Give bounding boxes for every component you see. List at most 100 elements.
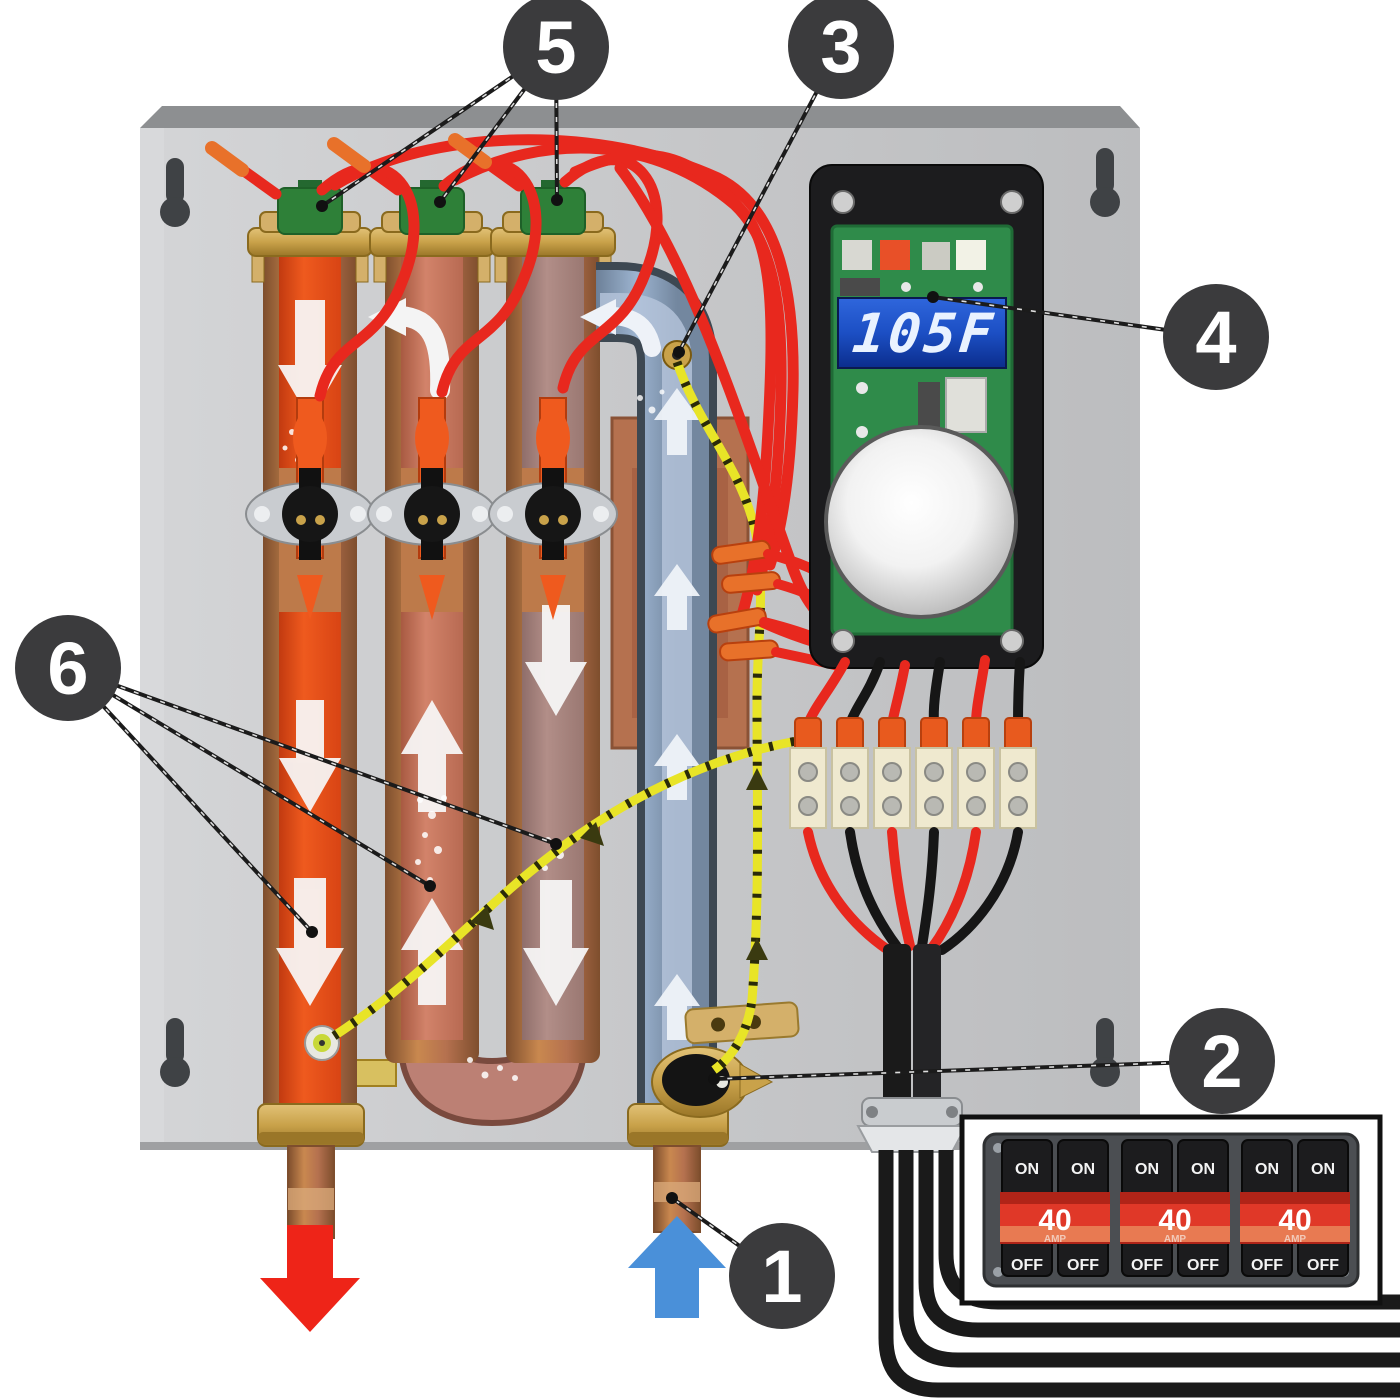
keyhole-bottom-left (160, 1018, 190, 1087)
flow-arrow-down (276, 878, 344, 1006)
breaker-on-label: ON (1311, 1161, 1335, 1178)
callout-1-number: 1 (761, 1235, 802, 1318)
temperature-readout: 105F (850, 302, 999, 365)
flow-arrow-down (525, 605, 587, 716)
element-rods-and-thermostats (245, 397, 618, 620)
callout-4: 4 (1163, 284, 1269, 390)
element-head-1 (247, 180, 373, 283)
brass-cross-tube (355, 1059, 397, 1087)
terminal-crimps (794, 717, 1032, 753)
yellow-wire-direction-arrows (470, 768, 768, 960)
breaker-amp-value: 40 (1038, 1204, 1071, 1237)
pcb-chip-bottom (918, 382, 940, 428)
keyhole-slots (160, 148, 1120, 1087)
conduit-clamp (856, 1097, 968, 1153)
terminal-to-bundle-wires (803, 827, 1023, 955)
temperature-display: 105F (837, 297, 1007, 369)
callout-6: 6 (15, 615, 121, 721)
callout-2-number: 2 (1201, 1020, 1242, 1103)
button-1 (842, 240, 872, 270)
keyhole-top-left (160, 158, 190, 227)
cold-water-in-arrow (628, 1216, 726, 1318)
callout-3-number: 3 (820, 5, 861, 88)
heating-chamber-2 (385, 243, 479, 1063)
breaker-off-label: OFF (1307, 1257, 1339, 1274)
breaker-on-label: ON (1135, 1161, 1159, 1178)
button-4 (956, 240, 986, 270)
callout-3: 3 (788, 0, 894, 99)
breaker-off-label: OFF (1251, 1257, 1283, 1274)
breaker-3: ON ON 40 AMP OFF OFF (1240, 1139, 1350, 1277)
curved-arrow-ch2-top (390, 306, 451, 400)
callout-5-number: 5 (535, 6, 576, 89)
control-panel: 105F (809, 164, 1044, 669)
plate-left-highlight (140, 128, 164, 1148)
callout-4-number: 4 (1195, 296, 1236, 379)
breaker-off-label: OFF (1131, 1257, 1163, 1274)
element-rod-bulge (415, 410, 449, 466)
breaker-off-label: OFF (1067, 1257, 1099, 1274)
supply-cable-3 (918, 1150, 1400, 1338)
hot-outlet-stub (287, 1145, 335, 1239)
callout-5: 5 (503, 0, 609, 100)
breaker-amp-unit: AMP (1044, 1234, 1067, 1245)
panel-left-crimps (707, 539, 843, 671)
breaker-box: ON ON 40 AMP OFF OFF ON ON 40 AMP OFF OF… (959, 1114, 1383, 1306)
flow-arrows-white (276, 300, 589, 1006)
keyhole-top-right (1090, 148, 1120, 217)
element-rod-tip (419, 575, 445, 620)
breaker-on-label: ON (1015, 1161, 1039, 1178)
element-rod-bulge (536, 410, 570, 466)
plate-top-bevel (140, 106, 1140, 128)
leader-dots (306, 194, 939, 1204)
terminal-strip (789, 717, 1037, 829)
pcb-buttons (842, 240, 986, 270)
flow-arrow-up (401, 898, 463, 1005)
outlet-hex-nut (257, 1103, 365, 1147)
breaker-off-label: OFF (1187, 1257, 1219, 1274)
brass-bracket (684, 1001, 800, 1045)
pcb-chip-top (840, 278, 880, 296)
element-rod-bulge (293, 410, 327, 466)
hot-water-out-arrow (260, 1225, 360, 1332)
element-heads (247, 180, 616, 283)
element-rod-tip (297, 575, 323, 620)
breaker-amp-value: 40 (1278, 1204, 1311, 1237)
thermostat-2 (367, 468, 497, 560)
flow-arrow-down (523, 880, 589, 1006)
breaker-on-label: ON (1071, 1161, 1095, 1178)
u-bend-pipe (404, 995, 581, 1121)
button-2 (880, 240, 910, 270)
thermostat-1 (245, 468, 375, 560)
breaker-off-label: OFF (1011, 1257, 1043, 1274)
conduit-left (883, 944, 911, 1126)
breaker-amp-unit: AMP (1284, 1234, 1307, 1245)
cold-pipe-arrows (654, 388, 700, 1040)
callouts: 5 3 4 6 2 1 (15, 0, 1275, 1329)
orange-crimps-top (205, 133, 492, 177)
breaker-1: ON ON 40 AMP OFF OFF (1000, 1139, 1110, 1277)
conduit-right (913, 944, 941, 1126)
red-bundle-wire-4 (614, 162, 838, 632)
element-terminal-cap (277, 187, 343, 235)
callout-2: 2 (1169, 1008, 1275, 1114)
conduit-bundle (856, 944, 968, 1153)
supply-cable-1 (878, 1150, 1400, 1398)
terminal-screws (798, 762, 1028, 816)
flow-arrow-up (401, 700, 463, 812)
breaker-amp-unit: AMP (1164, 1234, 1187, 1245)
thermostat-3 (488, 468, 618, 560)
yellow-wire-diagonal (331, 735, 803, 1040)
callout-1: 1 (729, 1223, 835, 1329)
breaker-amp-value: 40 (1158, 1204, 1191, 1237)
panel-screws (831, 190, 1024, 653)
yellow-sensor-wires (331, 360, 803, 1074)
callout-6-number: 6 (47, 627, 88, 710)
button-3 (922, 242, 950, 270)
pcb-relay (945, 377, 987, 433)
breaker-2: ON ON 40 AMP OFF OFF (1120, 1139, 1230, 1277)
supply-cable-2 (898, 1150, 1400, 1368)
yellow-wire-vertical (672, 360, 766, 1074)
